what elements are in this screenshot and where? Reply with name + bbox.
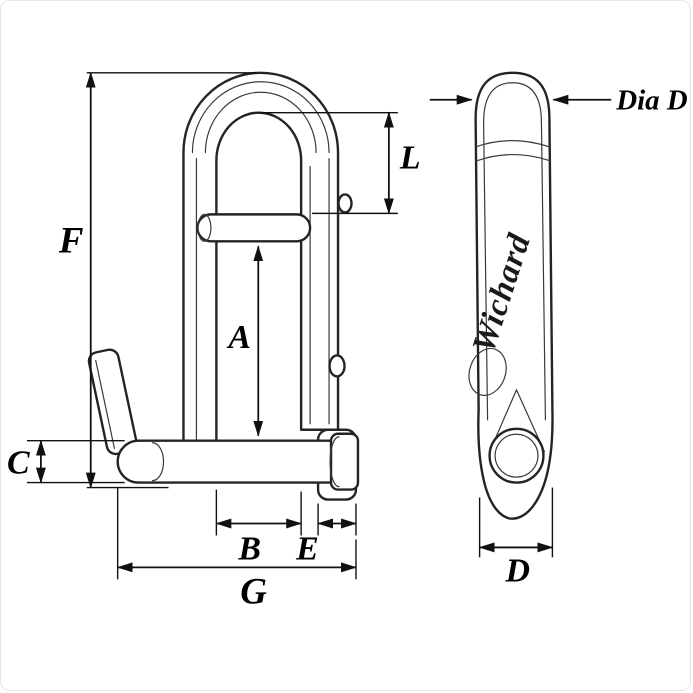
bow-shading-arc-outer	[191, 81, 330, 154]
front-view: F L A C	[7, 71, 421, 611]
side-inner-top-arc	[483, 82, 543, 124]
dimension-L: L	[259, 111, 421, 215]
pin-hole-inner-circle	[494, 433, 539, 478]
side-profile-outline	[474, 71, 554, 520]
side-v-notch	[488, 388, 546, 453]
side-band-line-2	[477, 154, 551, 162]
pin-head	[329, 432, 360, 491]
middle-hole	[328, 354, 346, 378]
dimension-label-a: A	[226, 319, 251, 356]
side-inner-left-line	[483, 122, 489, 421]
side-band-line-1	[476, 140, 550, 148]
dimension-label-c: C	[7, 445, 30, 482]
pin-head-shading	[329, 436, 340, 488]
side-view: Wichard Dia D D	[429, 71, 688, 589]
shackle-bow	[182, 71, 340, 456]
dimension-label-l: L	[399, 140, 421, 177]
dimension-label-dia-d: Dia D	[615, 85, 688, 117]
wichard-logo-swirl	[468, 347, 507, 396]
dimension-label-b: B	[237, 530, 261, 567]
dimension-C: C	[7, 439, 125, 484]
dimension-label-f: F	[58, 219, 84, 260]
shackle-pin	[116, 439, 346, 484]
dimension-G: G	[116, 487, 357, 611]
dimension-B: B	[215, 489, 303, 567]
dimension-label-e: E	[295, 530, 319, 567]
pin-cap-shading	[151, 442, 165, 482]
dimension-D: D	[478, 487, 554, 589]
crossbar-cap	[197, 213, 212, 242]
dimension-E: E	[295, 503, 357, 567]
side-inner-right-line	[540, 122, 547, 421]
bow-shading-arc-inner	[204, 91, 317, 154]
dimension-label-g: G	[240, 570, 267, 611]
crossbar	[196, 213, 312, 243]
pin-hole-circle	[488, 427, 545, 484]
key-pin-tab-fold-line	[95, 359, 116, 449]
upper-hole	[337, 193, 353, 214]
dimension-label-d: D	[505, 552, 530, 589]
dimension-F: F	[58, 71, 257, 489]
dimension-dia-d: Dia D	[429, 85, 688, 117]
key-pin-tab	[87, 348, 138, 456]
dimension-A: A	[226, 245, 264, 437]
